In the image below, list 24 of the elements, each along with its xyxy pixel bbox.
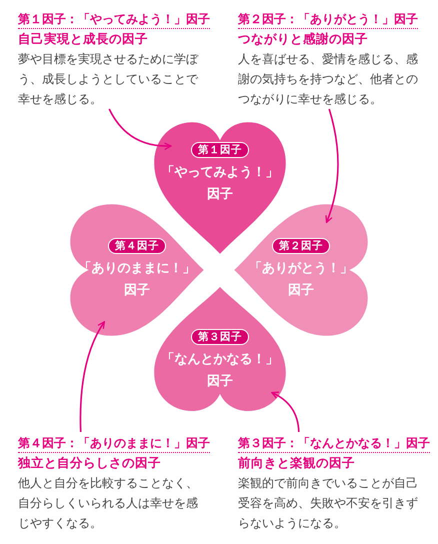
factor-name: 「ありがとう！」因子 xyxy=(248,260,354,300)
factor-badge: 第４因子 xyxy=(108,238,166,254)
factor-subheading: 独立と自分らしさの因子 xyxy=(18,454,162,472)
factor-badge: 第３因子 xyxy=(191,329,249,345)
factor-heading: 第１因子：「やってみよう！」因子 xyxy=(18,10,210,29)
factor-name: 「やってみよう！」因子 xyxy=(160,164,280,204)
arrow xyxy=(271,392,300,432)
factor-heading: 第４因子：「ありのままに！」因子 xyxy=(18,434,210,453)
factor-heading: 第２因子：「ありがとう！」因子 xyxy=(238,10,418,29)
factor-name: 「ありのままに！」因子 xyxy=(78,260,196,300)
factor-badge: 第１因子 xyxy=(191,142,249,158)
arrow xyxy=(325,108,339,224)
arrow xyxy=(108,108,172,150)
description-text: 人を喜ばせる、愛情を感じる、感謝の気持ちを持つなど、他者とのつながりに幸せを感じる。 xyxy=(238,51,419,108)
factor-heading: 第３因子：「なんとかなる！」因子 xyxy=(238,434,430,453)
factor-name: 「なんとかなる！」因子 xyxy=(160,351,280,391)
description-text: 楽観的で前向きでいることが自己受容を高め、失敗や不安を引きずらないようになる。 xyxy=(238,475,419,532)
factor-subheading: つながりと感謝の因子 xyxy=(238,30,369,48)
factor-badge: 第２因子 xyxy=(272,238,330,254)
arrow xyxy=(80,321,106,432)
description-text: 夢や目標を実現させるために学ぼう、成長しようとしていることで幸せを感じる。 xyxy=(18,51,200,108)
factor-subheading: 前向きと楽観の因子 xyxy=(238,454,356,472)
description-text: 他人と自分を比較することなく、自分らしくいられる人は幸せを感じやすくなる。 xyxy=(18,475,199,532)
factor-subheading: 自己実現と成長の因子 xyxy=(18,30,149,48)
